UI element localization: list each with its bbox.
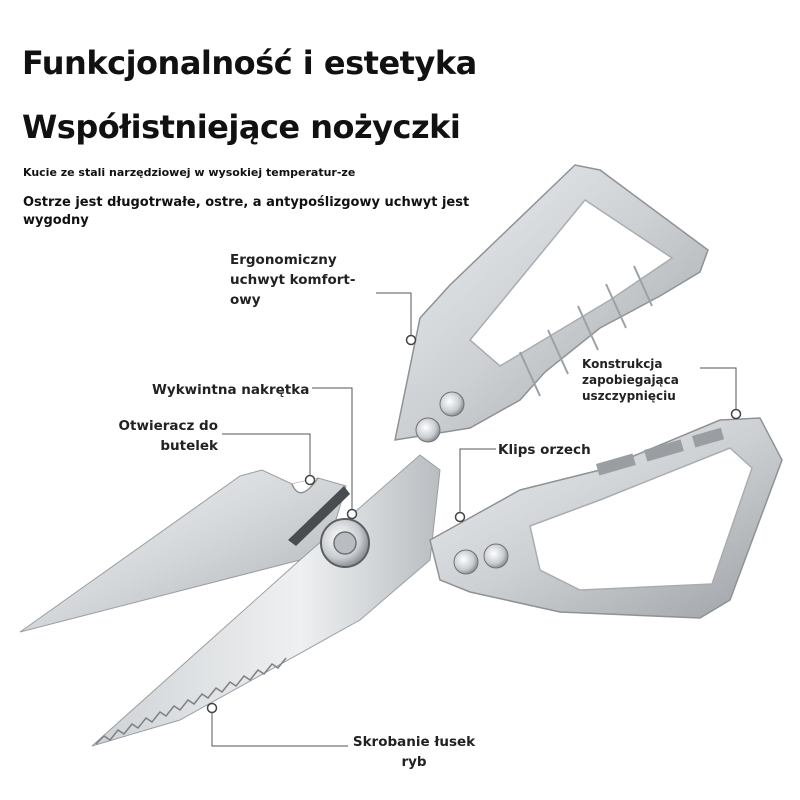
pivot-nut-center (333, 531, 357, 555)
upper-screw-1 (439, 391, 465, 417)
upper-screw-2 (415, 417, 441, 443)
headline-line-1: Funkcjonalność i estetyka (22, 44, 477, 82)
callout-marker-dots (206, 334, 742, 714)
upper-blade-spine (288, 486, 350, 546)
callout-leader-lines (211, 292, 737, 747)
subtitle-forging: Kucie ze stali narzędziowej w wysokiej t… (23, 166, 356, 179)
callout-ergonomic-handle: Ergonomiczny uchwyt komfort-owy (230, 252, 356, 308)
lower-screw-1 (453, 549, 479, 575)
fish-scaler-serration (95, 657, 287, 745)
callout-nut: Wykwintna nakrętka (152, 382, 310, 398)
callout-fish-scaler: Skrobanie łusek ryb (352, 734, 476, 770)
headline-line-2: Współistniejące nożyczki (22, 108, 461, 146)
callout-bottle-opener: Otwieracz do butelek (118, 418, 218, 454)
lower-handle-grip-bars (596, 427, 725, 476)
callout-anti-pinch: Konstrukcja zapobiegająca uszczypnięciu (582, 357, 679, 403)
lower-handle-loop (529, 447, 753, 591)
subtitle-blade-grip: Ostrze jest długotrwałe, ostre, a antypo… (23, 195, 470, 228)
callout-nut-clip: Klips orzech (498, 442, 591, 458)
upper-handle-grip-rings (519, 265, 653, 397)
upper-handle-loop (468, 198, 674, 367)
lower-screw-2 (483, 543, 509, 569)
